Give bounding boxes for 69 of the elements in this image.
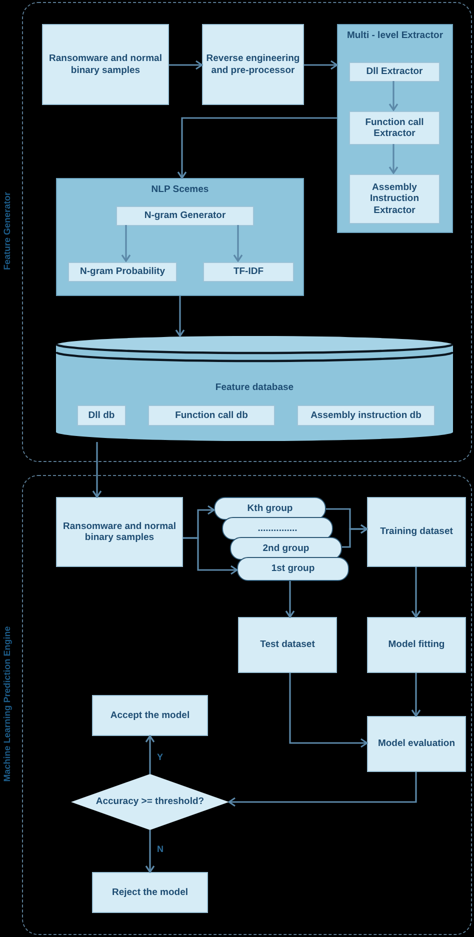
process-box <box>367 716 466 772</box>
box-text: TF-IDF <box>232 266 265 278</box>
process-box <box>56 497 183 567</box>
box-text: Function call Extractor <box>364 116 425 140</box>
box-text: Dll Extractor <box>365 66 424 78</box>
process-box <box>297 405 435 426</box>
process-box <box>42 24 169 105</box>
database-label: Feature database <box>214 382 295 394</box>
group-label: 2nd group <box>262 542 310 554</box>
arrow <box>342 524 368 548</box>
box-text: Ransomware and normal binary samples <box>48 53 163 76</box>
box-text: Assembly instruction db <box>310 410 422 422</box>
group-label: ............... <box>256 522 298 534</box>
group-label: 1st group <box>270 563 316 575</box>
panel-heading: Multi - level Extractor <box>346 30 444 42</box>
arrow <box>145 830 155 873</box>
process-box <box>202 24 304 105</box>
process-box <box>77 405 126 426</box>
process-box <box>367 497 466 567</box>
box-text: Dll db <box>87 410 116 422</box>
arrow <box>285 581 295 618</box>
panel-heading: NLP Scemes <box>150 184 210 196</box>
arrow <box>388 144 398 174</box>
edge-label: N <box>157 844 164 854</box>
arrow <box>289 673 368 748</box>
process-box <box>238 617 337 673</box>
process-box <box>203 262 294 282</box>
arrow <box>183 537 238 575</box>
process-box <box>68 262 177 282</box>
arrow <box>388 81 398 111</box>
box-text: Reject the model <box>110 886 190 898</box>
arrow <box>228 772 417 807</box>
arrow <box>175 296 185 337</box>
process-box <box>148 405 275 426</box>
box-text: Model fitting <box>387 639 446 651</box>
box-text: Training dataset <box>379 526 454 538</box>
process-box <box>349 174 440 224</box>
region-label: Machine Learning Prediction Engine <box>2 626 12 782</box>
box-text: Test dataset <box>259 639 316 651</box>
box-text: Accept the model <box>109 710 191 722</box>
decision-text: Accuracy >= threshold? <box>94 796 206 808</box>
process-box <box>349 111 440 145</box>
box-text: Reverse engineering and pre-processor <box>205 53 301 76</box>
process-box <box>349 62 440 82</box>
region-label: Feature Generator <box>2 192 12 270</box>
arrow <box>145 735 155 774</box>
box-text: N-gram Generator <box>143 210 227 222</box>
arrow <box>411 567 421 618</box>
arrow <box>121 225 131 262</box>
group-label: Kth group <box>246 502 294 514</box>
box-text: Ransomware and normal binary samples <box>62 520 177 544</box>
process-box <box>116 206 254 226</box>
box-text: N-gram Probability <box>79 266 166 278</box>
group-pill <box>237 557 349 581</box>
arrow <box>233 225 243 262</box>
arrow <box>177 117 337 179</box>
box-text: Assembly Instruction Extractor <box>368 182 420 216</box>
arrow <box>92 442 102 498</box>
arrow <box>169 60 203 70</box>
process-box <box>92 695 208 736</box>
process-box <box>92 872 208 913</box>
process-box <box>367 617 466 673</box>
arrow <box>411 673 421 717</box>
group-panel <box>337 24 453 233</box>
arrow <box>304 60 338 70</box>
box-text: Model evaluation <box>376 738 456 750</box>
edge-label: Y <box>157 752 164 762</box>
group-panel <box>56 178 304 296</box>
box-text: Function call db <box>174 410 249 422</box>
